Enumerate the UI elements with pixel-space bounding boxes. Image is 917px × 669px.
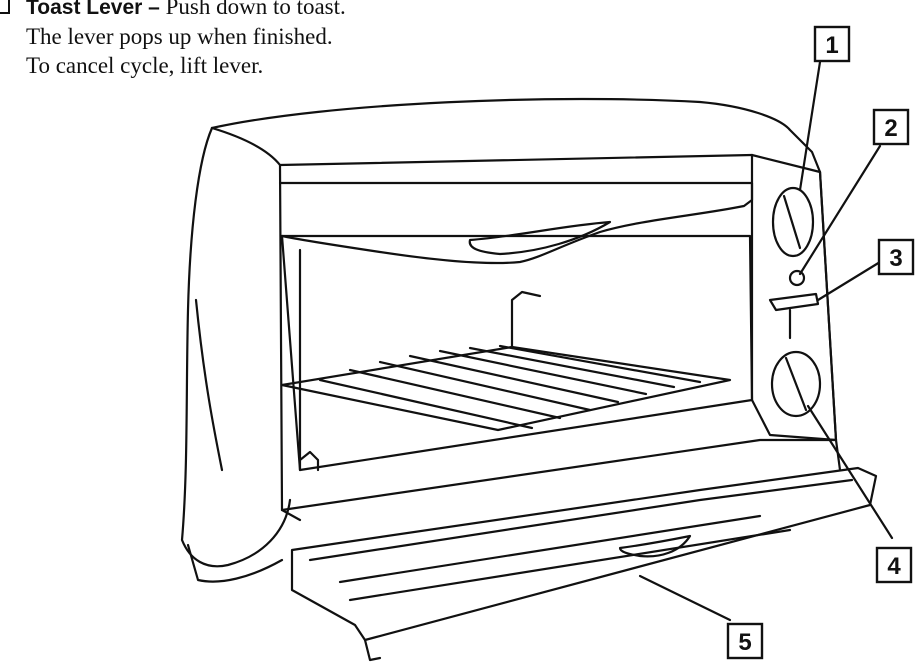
toast-lever-description: Toast Lever – Push down to toast. The le…	[0, 0, 520, 80]
left-side-curve	[194, 298, 224, 472]
step-marker	[0, 0, 10, 14]
caption-line-1: Toast Lever – Push down to toast.	[0, 0, 520, 22]
left-foot	[186, 543, 284, 583]
rack-support-right	[298, 450, 320, 472]
toast-lever	[768, 292, 820, 312]
caption-line-2: The lever pops up when finished.	[26, 24, 333, 49]
handle-grip	[468, 220, 612, 256]
leader-line-5	[638, 574, 732, 622]
crumb-tray-groove-1	[338, 514, 762, 584]
rack-support-left	[510, 290, 542, 349]
callout-4: 4	[875, 546, 913, 584]
timer-knob-grip	[784, 356, 808, 412]
door-frame	[278, 163, 302, 522]
oven-window	[280, 234, 754, 472]
caption-line-3: To cancel cycle, lift lever.	[26, 53, 264, 78]
oven-left-side	[180, 126, 292, 568]
callout-5-number: 5	[738, 629, 751, 656]
callout-3-number: 3	[889, 245, 902, 272]
rack-wires	[318, 344, 702, 430]
leader-line-3	[816, 260, 882, 302]
door-handle	[278, 181, 754, 265]
rack-frame	[280, 345, 732, 432]
callout-4-number: 4	[887, 553, 901, 580]
leader-line-4	[806, 404, 894, 540]
callout-2-number: 2	[884, 115, 897, 142]
callout-5: 5	[726, 622, 764, 660]
crumb-tray-handle	[618, 534, 692, 558]
oven-top	[210, 97, 822, 174]
caption-text-1: Push down to toast.	[165, 0, 346, 19]
timer-knob	[770, 350, 822, 418]
callout-1: 1	[813, 25, 851, 63]
oven-base	[280, 438, 842, 512]
callout-2: 2	[872, 108, 910, 146]
callout-3: 3	[877, 238, 915, 276]
crumb-tray-front	[363, 638, 382, 662]
leader-line-2	[798, 144, 882, 276]
indicator-light	[788, 269, 806, 287]
term-toast-lever: Toast Lever –	[26, 0, 160, 19]
leader-line-1	[798, 60, 822, 192]
temperature-knob-grip	[782, 194, 802, 250]
temperature-knob	[771, 186, 815, 258]
callout-1-number: 1	[825, 32, 838, 59]
crumb-tray	[290, 466, 878, 642]
crumb-tray-inner	[308, 478, 854, 562]
control-panel	[750, 153, 838, 442]
control-panel-edge	[818, 170, 838, 442]
oven-top-front-edge	[210, 126, 754, 167]
crumb-tray-groove-2	[348, 528, 792, 602]
